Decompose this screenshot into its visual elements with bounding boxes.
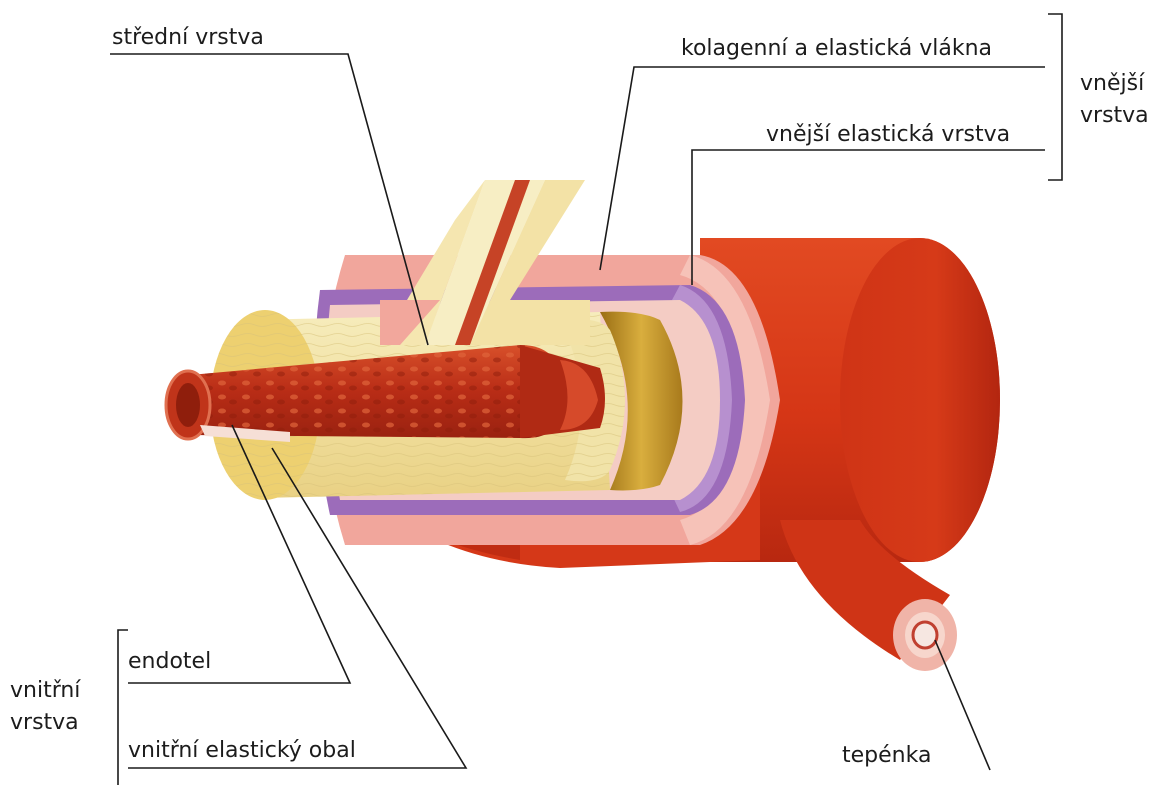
label-inner-elastic: vnitřní elastický obal [128, 738, 356, 763]
label-outer-elastic: vnější elastická vrstva [766, 122, 1010, 147]
label-outer-layer-line1: vnější [1080, 71, 1145, 96]
label-middle-layer: střední vrstva [112, 25, 264, 50]
label-outer-layer-line2: vrstva [1080, 103, 1149, 128]
label-endothelium: endotel [128, 649, 211, 674]
inner-layer-bracket [118, 630, 128, 785]
label-inner-layer-line1: vnitřní [10, 678, 81, 703]
label-collagen-fibers: kolagenní a elastická vlákna [681, 36, 992, 61]
label-inner-layer-line2: vrstva [10, 710, 79, 735]
leader-arteriole [935, 640, 990, 770]
label-arteriole: tepénka [842, 743, 931, 768]
outer-layer-bracket [1048, 14, 1062, 180]
